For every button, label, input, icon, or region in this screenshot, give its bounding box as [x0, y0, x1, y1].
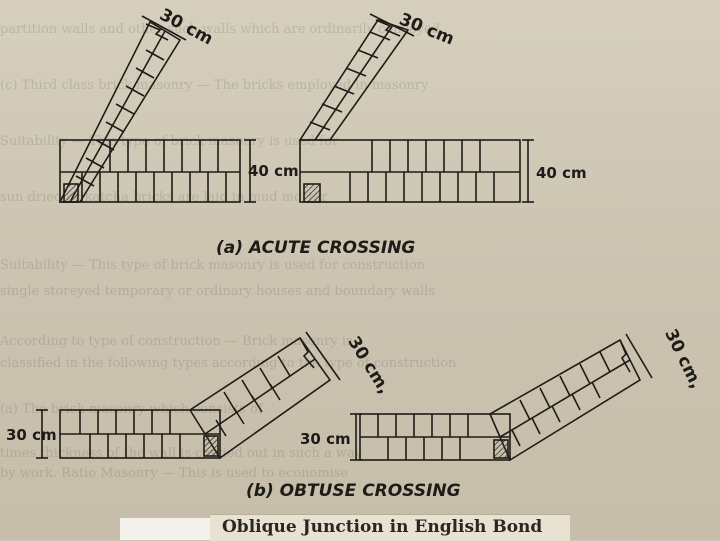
hatched-closer — [63, 183, 79, 203]
figure-a-title: (a) ACUTE CROSSING — [216, 238, 415, 258]
course-line — [204, 358, 316, 435]
acute-right-drawing — [298, 13, 534, 203]
brick-joints — [215, 355, 291, 437]
bleed-through-text: single storeyed temporary or ordinary ho… — [0, 284, 436, 299]
dimension-line — [305, 331, 341, 381]
dim-label: 30 cm, — [343, 333, 394, 398]
figure-caption: Oblique Junction in English Bond — [222, 517, 543, 537]
hatched-closer — [493, 439, 509, 459]
dim-label: 40 cm — [536, 164, 587, 182]
break-line — [145, 23, 169, 41]
brick-joints — [349, 140, 495, 202]
horizontal-wall — [299, 139, 521, 203]
dim-label: 30 cm — [6, 426, 57, 444]
dimension-line — [625, 333, 653, 379]
paper-tab — [120, 518, 210, 540]
inclined-wall — [298, 19, 410, 141]
obtuse-left-drawing — [36, 331, 341, 460]
hatched-closer — [303, 183, 321, 203]
dimension-line — [141, 15, 187, 41]
bleed-through-text: According to type of construction — Bric… — [0, 334, 353, 349]
inclined-wall — [488, 338, 642, 462]
brick-joints — [511, 351, 611, 447]
bleed-through-text: Suitability — This type of brick masonry… — [0, 134, 339, 149]
hatched-closer — [203, 435, 219, 457]
dim-label: 30 cm — [396, 9, 457, 49]
dim-label: 40 cm — [248, 162, 299, 180]
course-line — [314, 24, 394, 141]
caption-box — [210, 514, 570, 541]
brick-joints — [79, 410, 181, 458]
bleed-through-text: (c) Third class brick masonry — The bric… — [0, 78, 429, 93]
dim-label: 30 cm, — [660, 326, 706, 392]
brick-joints — [309, 31, 391, 131]
break-line — [299, 337, 315, 369]
figure-b-title: (b) OBTUSE CROSSING — [246, 481, 461, 501]
brick-joints — [377, 414, 469, 460]
break-line — [619, 339, 631, 373]
course-line — [499, 359, 631, 438]
bleed-through-text: partition walls and other such walls whi… — [0, 22, 441, 37]
bleed-through-text: Suitability — This type of brick masonry… — [0, 258, 426, 273]
horizontal-wall — [59, 139, 241, 203]
dim-label: 30 cm — [300, 430, 351, 448]
brick-joints — [81, 140, 227, 202]
course-line — [69, 30, 166, 203]
dimension-line — [369, 13, 415, 37]
bleed-through-text: classified in the following types accord… — [0, 356, 457, 371]
acute-left-drawing — [58, 15, 256, 203]
brick-joints — [75, 49, 165, 187]
obtuse-right-drawing — [350, 333, 653, 462]
dim-label: 30 cm — [156, 5, 216, 50]
bleed-through-text: by work. Ratio Masonry — This is used to… — [0, 466, 349, 481]
break-line — [375, 19, 401, 37]
